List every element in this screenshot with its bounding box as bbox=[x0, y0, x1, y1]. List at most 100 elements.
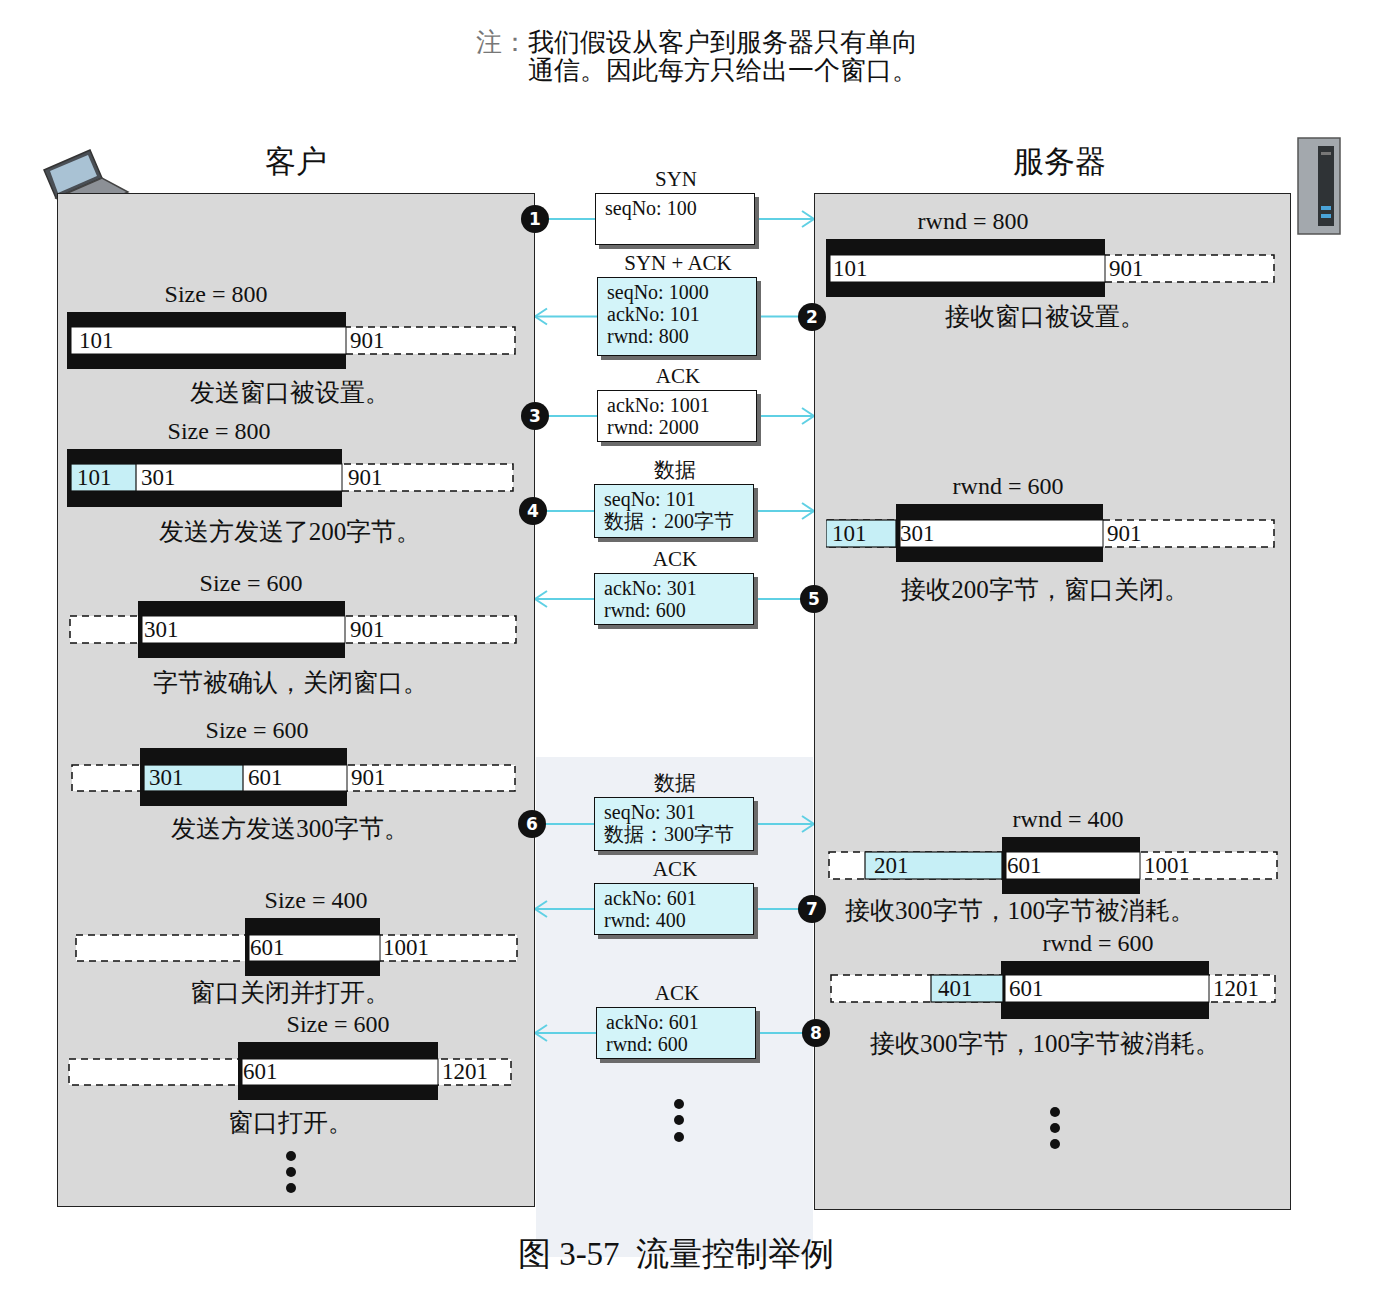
connector-line bbox=[535, 598, 594, 600]
consumed-segment bbox=[144, 765, 243, 791]
message-field: ackNo: 301 bbox=[604, 577, 749, 599]
window-row bbox=[249, 935, 380, 961]
connector bbox=[754, 816, 814, 832]
window-row bbox=[144, 765, 347, 791]
window-size-label: Size = 400 bbox=[206, 886, 426, 914]
window-bar bbox=[1001, 961, 1209, 1019]
message-field: seqNo: 101 bbox=[604, 488, 749, 510]
window-figure: Size = 800 101 901 bbox=[67, 280, 516, 369]
arrow-head bbox=[535, 1025, 547, 1041]
window-size-label: rwnd = 400 bbox=[958, 805, 1178, 833]
message-box: SYNseqNo: 100 bbox=[595, 193, 755, 245]
dot bbox=[286, 1183, 296, 1193]
message-type: SYN + ACK bbox=[558, 250, 798, 276]
callout-number: 6 bbox=[518, 810, 546, 838]
window-figure: Size = 4006011001 bbox=[75, 886, 518, 976]
message-field: rwnd: 800 bbox=[607, 325, 752, 347]
window-row bbox=[830, 255, 1105, 282]
connector bbox=[754, 503, 814, 519]
host-panel: 客户Size = 800101901Size = 800101301901Siz… bbox=[57, 193, 535, 1207]
window-row bbox=[71, 464, 342, 491]
message-field: seqNo: 301 bbox=[604, 801, 749, 823]
dot bbox=[1050, 1139, 1060, 1149]
window-size-label: rwnd = 600 bbox=[988, 929, 1208, 957]
message-field: seqNo: 100 bbox=[605, 197, 750, 219]
connector bbox=[755, 211, 814, 227]
window-figure: Size = 600301601901 bbox=[71, 716, 516, 806]
sequence-number: 101 bbox=[832, 520, 867, 547]
window-size-label: Size = 600 bbox=[228, 1010, 448, 1038]
state-caption: 字节被确认，关闭窗口。 bbox=[50, 668, 530, 698]
message-field: seqNo: 1000 bbox=[607, 281, 752, 303]
window-bar bbox=[245, 918, 380, 976]
callout-number: 2 bbox=[798, 303, 826, 331]
callout-number: 5 bbox=[800, 585, 828, 613]
window-range-dashed bbox=[76, 935, 517, 961]
arrow-head bbox=[535, 309, 547, 325]
state-caption: 接收200字节，窗口关闭。 bbox=[805, 575, 1285, 605]
window-bar bbox=[67, 312, 346, 369]
window-size-label: Size = 600 bbox=[141, 569, 361, 597]
connector-line bbox=[754, 823, 814, 825]
dot bbox=[286, 1167, 296, 1177]
window-figure: Size = 800101301901 bbox=[67, 417, 514, 507]
window-range-dashed bbox=[72, 765, 515, 791]
sequence-number: 301 bbox=[149, 765, 184, 791]
connector-line bbox=[535, 316, 597, 318]
window-graphic bbox=[67, 417, 514, 507]
message-box: ACKackNo: 601rwnd: 400 bbox=[594, 883, 754, 935]
sequence-number: 101 bbox=[833, 255, 868, 282]
window-range-dashed bbox=[831, 975, 1275, 1002]
sequence-number: 901 bbox=[351, 765, 386, 791]
state-caption: 发送方发送了200字节。 bbox=[50, 517, 530, 547]
window-graphic bbox=[826, 207, 1275, 297]
sequence-number: 901 bbox=[350, 327, 385, 354]
message-type: 数据 bbox=[555, 457, 795, 483]
message-field: ackNo: 101 bbox=[607, 303, 752, 325]
message-field: ackNo: 1001 bbox=[607, 394, 752, 416]
dot bbox=[286, 1151, 296, 1161]
window-size-label: rwnd = 600 bbox=[898, 472, 1118, 500]
sequence-number: 301 bbox=[900, 520, 935, 547]
note-text: 注： bbox=[476, 29, 528, 57]
message-box: ACKackNo: 1001rwnd: 2000 bbox=[597, 390, 757, 442]
consumed-segment bbox=[826, 520, 896, 547]
sequence-number: 901 bbox=[1107, 520, 1142, 547]
note-text: 我们假设从客户到服务器只有单向通信。因此每方只给出一个窗口。 bbox=[528, 29, 928, 85]
window-figure: rwnd = 4002016011001 bbox=[828, 805, 1278, 894]
sequence-number: 101 bbox=[77, 464, 112, 491]
sequence-number: 901 bbox=[1109, 255, 1144, 282]
message-field: rwnd: 600 bbox=[606, 1033, 751, 1055]
window-graphic bbox=[67, 280, 516, 369]
message-type: ACK bbox=[557, 980, 797, 1006]
consumed-segment bbox=[865, 852, 1002, 879]
arrow-head bbox=[802, 211, 814, 227]
dot bbox=[1050, 1107, 1060, 1117]
continuation-dots bbox=[674, 1099, 684, 1142]
window-row bbox=[1005, 975, 1209, 1002]
sequence-number: 1201 bbox=[1213, 975, 1259, 1002]
consumed-segment bbox=[931, 975, 1003, 1002]
consumed-segment bbox=[71, 464, 136, 491]
window-row bbox=[900, 520, 1103, 547]
window-range-dashed bbox=[68, 464, 513, 491]
window-row bbox=[71, 327, 346, 354]
sequence-number: 901 bbox=[348, 464, 383, 491]
window-figure: rwnd = 800101901 bbox=[826, 207, 1275, 297]
callout-number: 8 bbox=[802, 1019, 830, 1047]
message-field: rwnd: 400 bbox=[604, 909, 749, 931]
watermark-ground bbox=[536, 757, 813, 1257]
panel-heading: 客户 bbox=[146, 142, 446, 182]
state-caption: 接收300字节，100字节被消耗。 bbox=[805, 1029, 1285, 1059]
window-bar bbox=[238, 1042, 438, 1100]
window-row bbox=[242, 1059, 438, 1085]
window-size-label: Size = 600 bbox=[147, 716, 367, 744]
sequence-number: 1001 bbox=[383, 935, 429, 961]
message-field: ackNo: 601 bbox=[604, 887, 749, 909]
arrow-head bbox=[535, 591, 547, 607]
sequence-number: 601 bbox=[243, 1059, 278, 1085]
sequence-number: 601 bbox=[1009, 975, 1044, 1002]
sequence-number: 101 bbox=[79, 327, 114, 354]
window-size-label: Size = 800 bbox=[106, 280, 326, 308]
